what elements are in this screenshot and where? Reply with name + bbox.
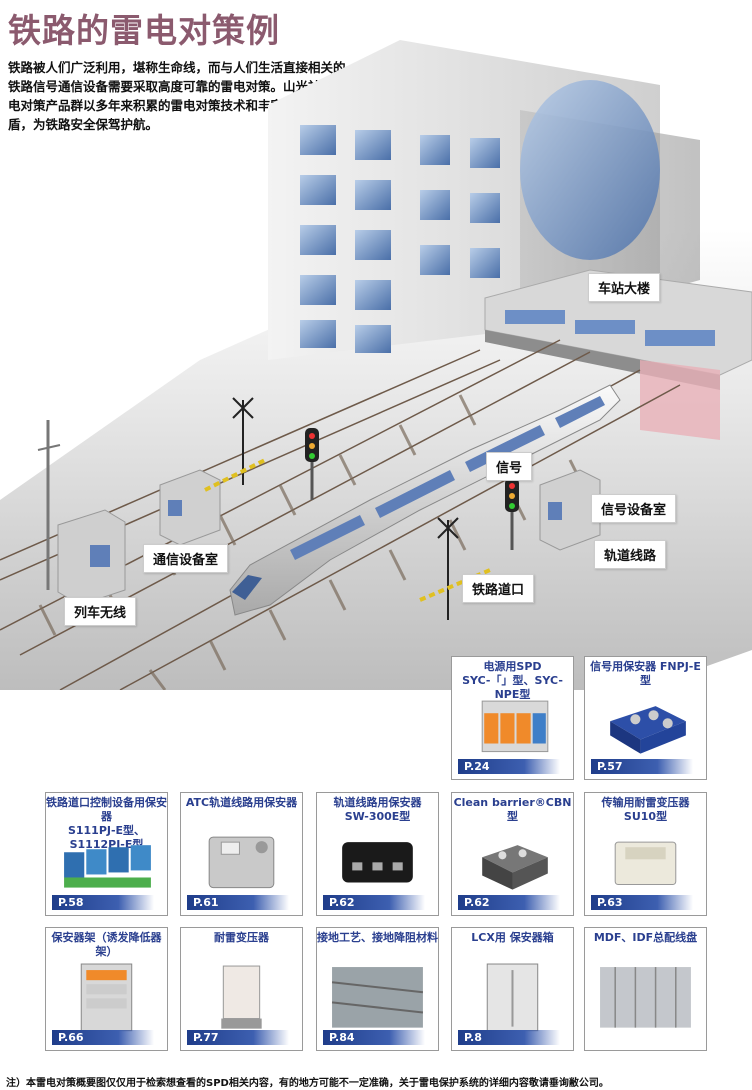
product-title: Clean barrier®CBN型: [453, 796, 572, 823]
label-track-circuit: 轨道线路: [594, 540, 667, 569]
page-badge: P.8: [458, 1030, 560, 1045]
product-card-mdf-idf[interactable]: MDF、IDF总配线盘: [584, 927, 707, 1051]
product-card-track-protector[interactable]: 轨道线路用保安器 SW-300E型 P.62: [316, 792, 439, 916]
label-signal-room: 信号设备室: [591, 494, 677, 523]
page-badge: P.61: [187, 895, 289, 910]
mdf-idf-image: [600, 967, 691, 1028]
product-title: 保安器架（诱发降低器架）: [51, 931, 162, 958]
label-station: 车站大楼: [588, 273, 661, 302]
product-card-power-spd[interactable]: 电源用SPD SYC-「」型、SYC-NPE型 P.24: [451, 656, 574, 780]
product-title: MDF、IDF总配线盘: [593, 931, 698, 944]
page-badge: P.77: [187, 1030, 289, 1045]
cbn-barrier-image: [482, 845, 548, 890]
product-card-lcx-box[interactable]: LCX用 保安器箱 P.8: [451, 927, 574, 1051]
product-card-protector-rack[interactable]: 保安器架（诱发降低器架） P.66: [45, 927, 168, 1051]
product-card-grounding[interactable]: 接地工艺、接地降阻材料 P.84: [316, 927, 439, 1051]
product-card-crossing-protector[interactable]: 铁路道口控制设备用保安器 S111PJ-E型、S1112PJ-E型 P.58: [45, 792, 168, 916]
page-badge: P.62: [458, 895, 560, 910]
product-card-lightning-transformer[interactable]: 耐雷变压器 P.77: [180, 927, 303, 1051]
lightning-transformer-image: [221, 965, 262, 1029]
product-title: ATC轨道线路用保安器: [185, 796, 298, 809]
product-card-transformer-su10[interactable]: 传输用耐雷变压器 SU10型 P.63: [584, 792, 707, 916]
atc-protector-image: [208, 836, 275, 889]
product-title: 电源用SPD SYC-「」型、SYC-NPE型: [462, 660, 563, 701]
product-title: LCX用 保安器箱: [471, 931, 554, 944]
product-card-atc-protector[interactable]: ATC轨道线路用保安器 P.61: [180, 792, 303, 916]
product-title: 轨道线路用保安器 SW-300E型: [333, 796, 422, 823]
product-card-clean-barrier[interactable]: Clean barrier®CBN型 P.62: [451, 792, 574, 916]
page-badge: P.66: [52, 1030, 154, 1045]
sw300e-protector-image: [342, 842, 413, 883]
label-signal: 信号: [486, 452, 533, 481]
page-badge: P.62: [323, 895, 425, 910]
product-title: 铁路道口控制设备用保安器 S111PJ-E型、S1112PJ-E型: [46, 796, 167, 851]
product-card-signal-protector[interactable]: 信号用保安器 FNPJ-E型 P.57: [584, 656, 707, 780]
su10-transformer-image: [614, 841, 677, 886]
page-badge: P.58: [52, 895, 154, 910]
label-train-radio: 列车无线: [64, 597, 137, 626]
product-title: 耐雷变压器: [214, 931, 269, 944]
page-badge: P.84: [323, 1030, 425, 1045]
spd-module-image: [481, 700, 549, 753]
label-comm-room: 通信设备室: [143, 544, 229, 573]
page-badge: P.57: [591, 759, 693, 774]
fnpj-protector-image: [610, 706, 686, 754]
page-badge: P.63: [591, 895, 693, 910]
railway-scene-illustration: [0, 40, 752, 690]
lcx-box-image: [486, 963, 539, 1032]
product-title: 传输用耐雷变压器 SU10型: [601, 796, 690, 823]
page-badge: P.24: [458, 759, 560, 774]
page-title: 铁路的雷电对策例: [8, 11, 280, 50]
label-crossing: 铁路道口: [462, 574, 535, 603]
product-title: 信号用保安器 FNPJ-E型: [590, 660, 701, 687]
product-title: 接地工艺、接地降阻材料: [317, 931, 438, 944]
s111pj-protector-image: [64, 845, 151, 888]
intro-paragraph: 铁路被人们广泛利用，堪称生命线，而与人们生活直接相关的铁路信号通信设备需要采取高…: [8, 60, 346, 132]
grounding-work-image: [331, 967, 424, 1028]
footer-note: 注）本雷电对策概要图仅仅用于检索想查看的SPD相关内容，有的地方可能不一定准确，…: [6, 1078, 609, 1089]
protector-rack-image: [80, 963, 133, 1032]
